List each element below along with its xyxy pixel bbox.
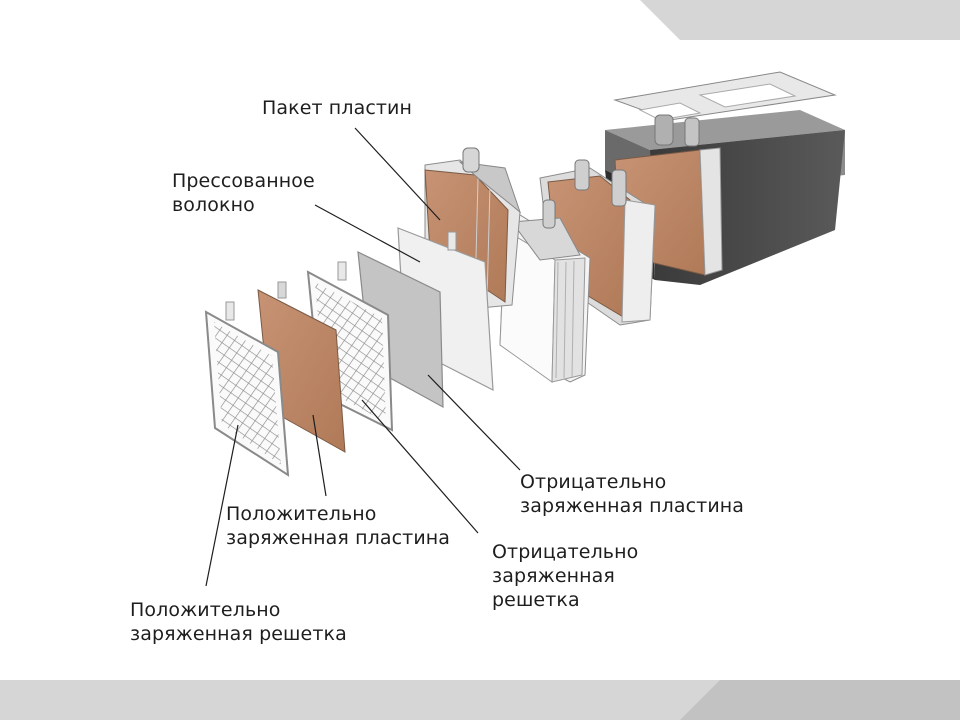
- callout-negative-plate: [427, 374, 521, 471]
- label-pressed-fiber: Прессованное волокно: [172, 169, 315, 217]
- label-positive-grid-line1: Положительно: [130, 599, 281, 621]
- label-plate-pack-text: Пакет пластин: [262, 97, 412, 119]
- label-negative-plate-line2: заряженная пластина: [520, 495, 745, 517]
- label-positive-plate-line2: заряженная пластина: [226, 527, 451, 549]
- label-pressed-fiber-line2: волокно: [172, 194, 255, 216]
- label-positive-plate-line1: Положительно: [226, 503, 377, 525]
- label-plate-pack: Пакет пластин: [262, 96, 412, 120]
- callout-plate-pack: [354, 127, 441, 221]
- callout-negative-grid: [361, 399, 479, 534]
- callout-positive-plate: [312, 414, 327, 497]
- label-negative-plate: Отрицательно заряженная пластина: [520, 470, 744, 518]
- label-negative-grid-line3: решетка: [492, 589, 580, 611]
- label-positive-plate: Положительно заряженная пластина: [226, 502, 450, 550]
- label-positive-grid-line2: заряженная решетка: [130, 623, 347, 645]
- label-negative-plate-line1: Отрицательно: [520, 471, 667, 493]
- label-negative-grid-line2: заряженная: [492, 565, 615, 587]
- label-pressed-fiber-line1: Прессованное: [172, 170, 315, 192]
- callout-lines: [205, 127, 521, 587]
- label-negative-grid: Отрицательно заряженная решетка: [492, 540, 638, 612]
- positive-grid: [204, 301, 290, 477]
- label-positive-grid: Положительно заряженная решетка: [130, 598, 347, 646]
- callout-pressed-fiber: [314, 204, 421, 263]
- label-negative-grid-line1: Отрицательно: [492, 541, 639, 563]
- callout-positive-grid: [205, 424, 239, 587]
